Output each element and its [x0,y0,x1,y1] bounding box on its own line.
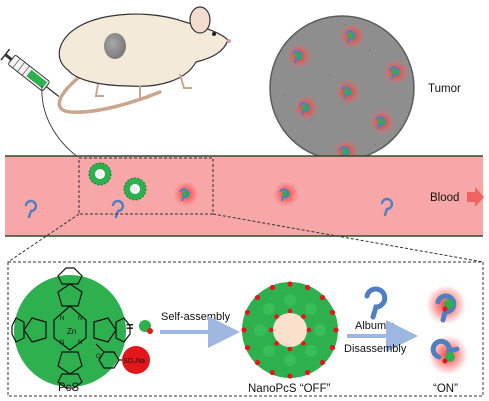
tumor-complex-1 [339,23,365,49]
vessel-complex-2 [273,181,299,207]
on-label: “ON” [433,383,458,395]
pcs-molecule: Zn N N N N O SO₃Na [11,267,150,389]
svg-text:N: N [60,316,64,322]
zoom-line-right [212,213,484,263]
zoom-line-left [7,213,80,263]
blood-vessel [5,155,483,237]
mouse-illustration [57,6,231,114]
svg-text:N: N [60,340,64,346]
pcs-simple-icon [139,320,153,334]
on-complex-bottom [428,335,468,375]
svg-text:N: N [78,340,82,346]
nanopcs-particle [241,281,339,379]
albumin-label: Albumin [355,320,395,332]
vessel-nanoparticle-1 [88,162,112,186]
self-assembly-label: Self-assembly [161,311,231,323]
svg-text:O: O [96,354,101,360]
disassembly-label: Disassembly [344,343,407,355]
vessel-nanoparticle-2 [123,177,147,201]
nanopcs-outer-red-dots [241,281,339,379]
sulfonate-group [122,346,150,374]
vessel-complex-1 [173,181,199,207]
so3na-label: SO₃Na [123,358,145,365]
tumor-complex-3 [383,59,409,85]
tumor-label: Tumor [428,83,461,95]
svg-text:Zn: Zn [67,327,76,336]
syringe-icon [0,48,60,97]
blood-flow-arrow [467,187,484,207]
on-complex-top [426,285,466,325]
blood-label: Blood [430,192,459,204]
albumin-free-1 [24,199,38,219]
tumor-complex-5 [293,95,319,121]
injection-line [41,85,93,167]
zoom-selection-box [78,157,214,215]
vessel-contents [24,162,394,219]
tumor-complex-4 [335,79,361,105]
nanopcs-off-label: NanoPcS “OFF” [248,383,331,395]
mouse-tumor-spot [104,33,126,59]
nanopcs-inner-red-dots [268,308,312,352]
equals-sign: = [126,319,134,334]
tumor-complex-6 [369,109,395,135]
albumin-free-3 [380,197,394,217]
albumin-free-2 [111,199,125,219]
albumin-icon [364,286,388,320]
tumor-complex-2 [286,43,312,69]
pcs-label: PcS [58,382,79,394]
svg-text:N: N [78,316,82,322]
